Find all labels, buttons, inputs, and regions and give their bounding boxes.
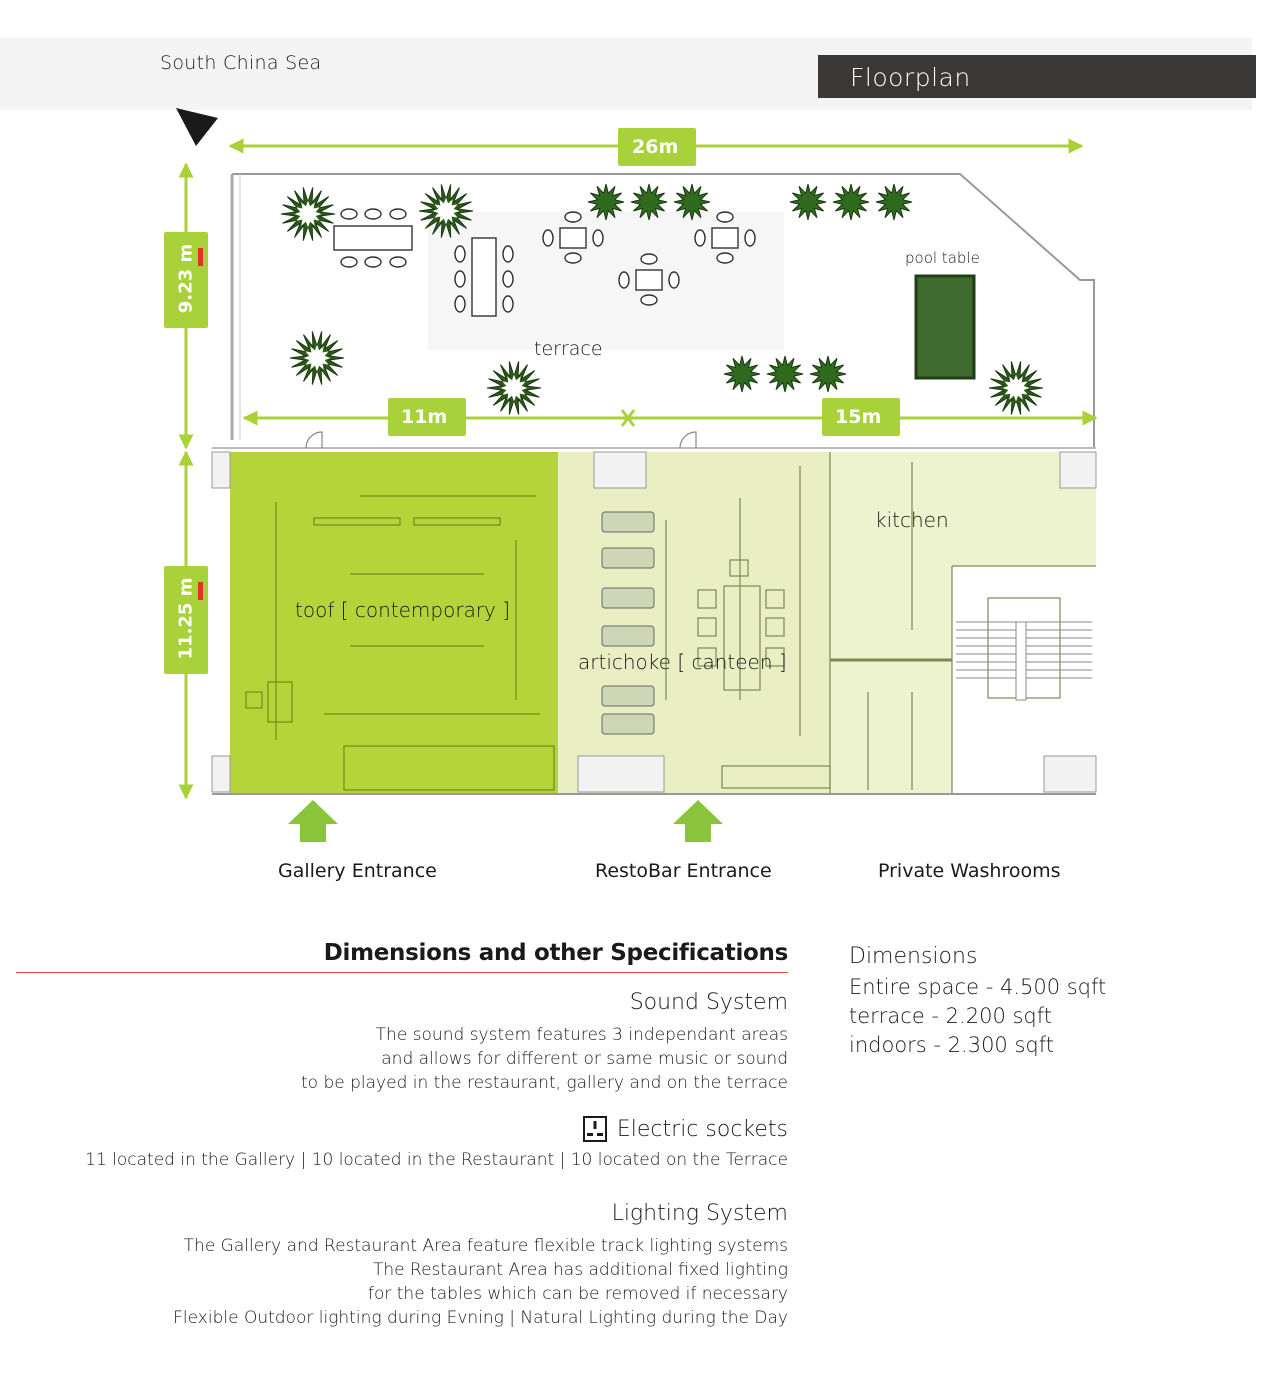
sound-system-section: Sound System The sound system features 3… [301, 990, 788, 1095]
terrace-label: terrace [534, 338, 603, 360]
north-arrow-icon [176, 108, 218, 146]
terrace-depth-label: 9.23 m [175, 243, 197, 314]
plant-icon [766, 355, 804, 393]
left-width-label: 11m [401, 406, 448, 428]
entrance-arrow-icon [288, 800, 723, 842]
page-title: Floorplan [850, 63, 971, 92]
plant-icon [587, 183, 625, 221]
lighting-system-title: Lighting System [611, 1201, 788, 1226]
plant-icon [809, 355, 847, 393]
total-width-label: 26m [632, 136, 679, 158]
plant-icon [630, 183, 668, 221]
terrace-outline [232, 173, 1095, 448]
plant-icon [500, 374, 528, 402]
dimensions-line: indoors - 2.300 sqft [849, 1033, 1054, 1057]
gallery-zone [230, 452, 558, 794]
plant-icon [832, 183, 870, 221]
plant-icon [723, 355, 761, 393]
plant-icon [303, 344, 331, 372]
plant-icon [789, 183, 827, 221]
electric-socket-icon [582, 1116, 607, 1142]
lighting-system-line: The Gallery and Restaurant Area feature … [183, 1236, 788, 1256]
dimensions-title: Dimensions [849, 944, 978, 969]
location-label: South China Sea [160, 52, 322, 74]
spec-heading: Dimensions and other Specifications [323, 940, 789, 966]
sound-system-line: and allows for different or same music o… [381, 1049, 788, 1069]
electric-sockets-title: Electric sockets [616, 1116, 788, 1142]
plant-icon [294, 200, 322, 228]
restaurant-furniture [665, 452, 1096, 794]
indoor-depth-label: 11.25 m [175, 577, 197, 660]
dimensions-line: terrace - 2.200 sqft [849, 1004, 1053, 1028]
gallery-label: toof [ contemporary ] [295, 598, 511, 622]
right-width-label: 15m [835, 406, 882, 428]
plant-icon [432, 197, 460, 225]
title-bar [818, 55, 1256, 98]
plant-icon [875, 183, 913, 221]
electric-sockets-line: 11 located in the Gallery | 10 located i… [85, 1150, 788, 1170]
floorplan-diagram [164, 108, 1098, 842]
pool-table-label: pool table [905, 249, 980, 267]
electric-sockets-section: Electric sockets 11 located in the Galle… [85, 1116, 788, 1172]
lighting-system-section: Lighting System The Gallery and Restaura… [173, 1201, 788, 1330]
terrace-depth-box [164, 232, 208, 328]
gallery-entrance-label: Gallery Entrance [278, 860, 437, 882]
washrooms-label: Private Washrooms [878, 860, 1061, 882]
restaurant-label: artichoke [ canteen ] [578, 650, 787, 674]
right-width-box [822, 398, 900, 436]
plant-icon [1002, 374, 1030, 402]
dimensions-line: Entire space - 4.500 sqft [849, 975, 1107, 999]
dimensions-summary: Dimensions Entire space - 4.500 sqft ter… [849, 944, 1106, 1060]
restobar-entrance-label: RestoBar Entrance [595, 860, 772, 882]
total-width-box [618, 128, 696, 166]
staircase [956, 621, 1092, 701]
restaurant-booths [601, 511, 655, 735]
sound-system-line: The sound system features 3 independant … [375, 1025, 788, 1045]
columns [211, 451, 1097, 793]
terrace-furniture [333, 208, 756, 317]
sound-system-title: Sound System [629, 990, 788, 1015]
lighting-system-line: Flexible Outdoor lighting during Evning … [173, 1308, 788, 1328]
plant-icons [280, 183, 1044, 415]
indoor-depth-box [164, 566, 208, 674]
lighting-system-line: The Restaurant Area has additional fixed… [373, 1260, 788, 1280]
left-width-box [388, 398, 466, 436]
spec-divider [16, 972, 788, 973]
pool-table [914, 274, 976, 380]
gallery-light-tracks [245, 495, 555, 791]
kitchen-label: kitchen [875, 508, 949, 532]
lighting-system-line: for the tables which can be removed if n… [367, 1284, 788, 1304]
plant-icon [673, 183, 711, 221]
sound-system-line: to be played in the restaurant, gallery … [301, 1073, 788, 1093]
